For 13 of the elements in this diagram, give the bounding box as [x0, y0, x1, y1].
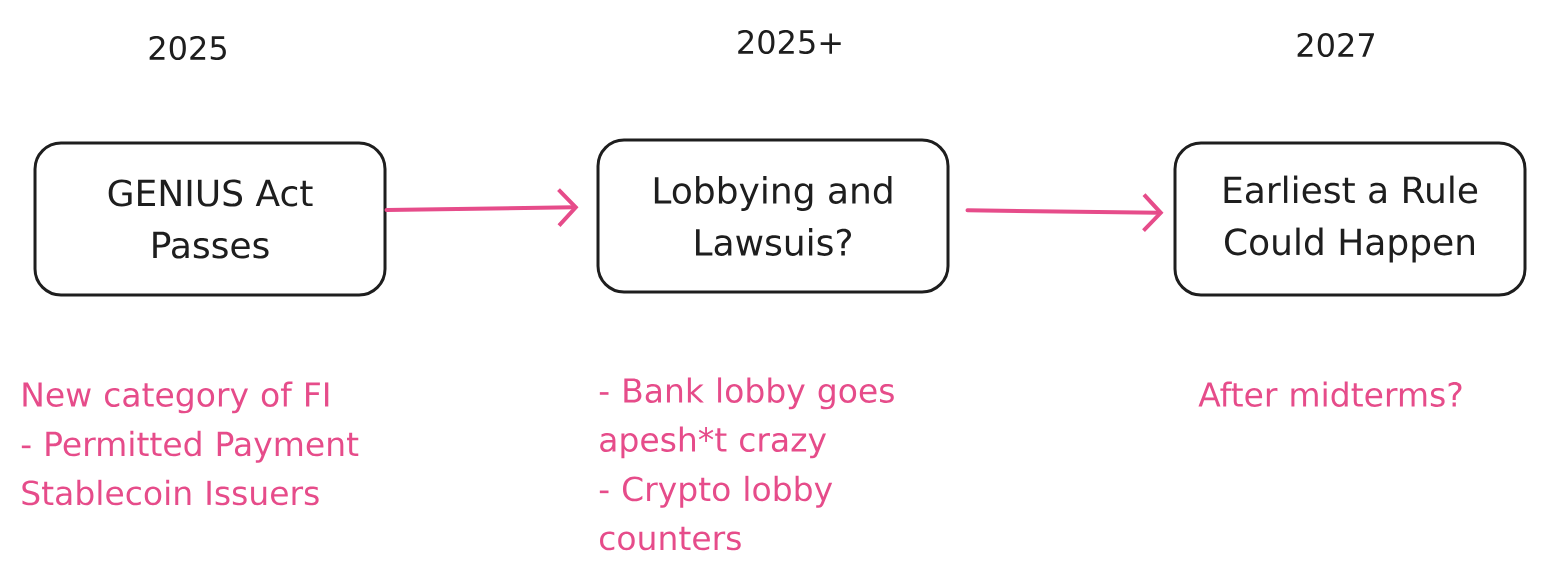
arrow	[384, 188, 579, 227]
note-text: New category of FI	[23, 381, 329, 414]
process-box: GENIUS Act Passes	[33, 141, 387, 297]
year-label: 2025+	[738, 29, 841, 55]
year-label: 2027	[1297, 32, 1374, 58]
process-box: Lobbying and Lawsuis?	[596, 138, 950, 294]
year-label: 2025	[149, 35, 226, 61]
process-box: Earliest a Rule Could Happen	[1173, 141, 1527, 297]
note-text: After midterms?	[1198, 381, 1462, 407]
arrow	[965, 193, 1164, 232]
note-text: - Crypto lobby counters	[599, 475, 833, 551]
note-text: - Permitted Payment Stablecoin Issuers	[21, 430, 359, 506]
note-text: - Bank lobby goes apesh*t crazy	[599, 377, 894, 459]
